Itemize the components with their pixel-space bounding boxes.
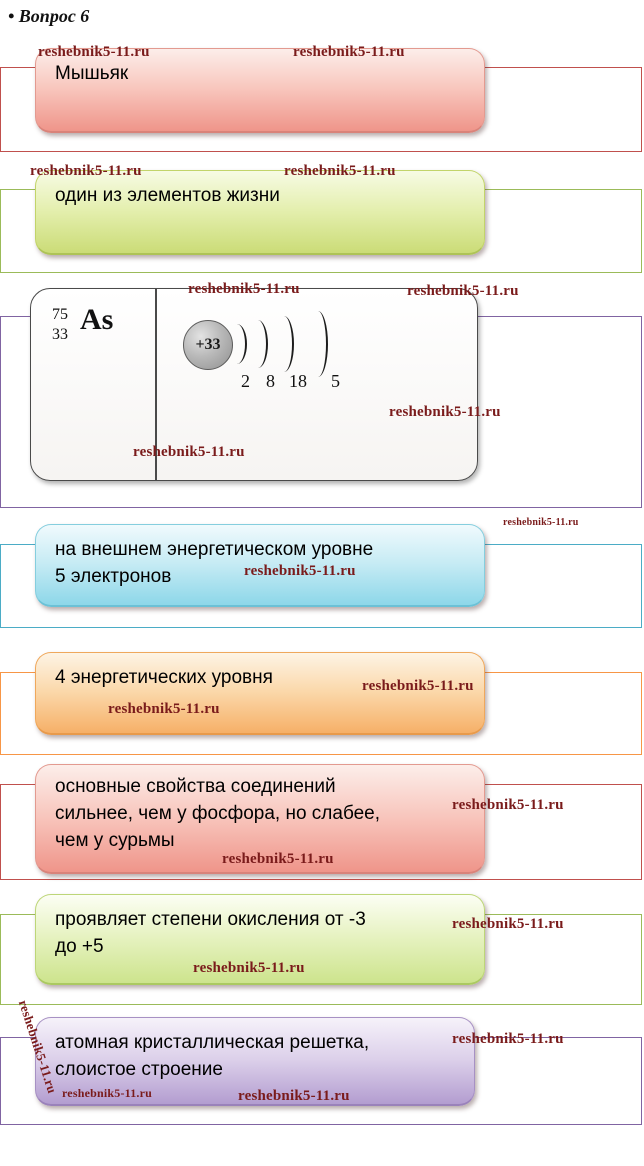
- shell-electron-count-3: 18: [289, 371, 307, 391]
- shell-electron-count-4: 5: [331, 371, 340, 391]
- electron-shell-arc-2: [248, 320, 268, 368]
- watermark: reshebnik5-11.ru: [452, 797, 564, 813]
- watermark: reshebnik5-11.ru: [133, 444, 245, 460]
- watermark: reshebnik5-11.ru: [222, 851, 334, 867]
- watermark: reshebnik5-11.ru: [193, 960, 305, 976]
- electron-shell-arc-1: [227, 324, 247, 364]
- watermark: reshebnik5-11.ru: [30, 163, 142, 179]
- box-element-of-life: один из элементов жизни: [35, 170, 485, 255]
- box-basic-properties: основные свойства соединений сильнее, че…: [35, 764, 485, 874]
- shell-electron-count-2: 8: [266, 371, 275, 391]
- electron-shell-arc-3: [274, 316, 294, 372]
- watermark: reshebnik5-11.ru: [362, 678, 474, 694]
- shell-electron-count-1: 2: [241, 371, 250, 391]
- watermark: reshebnik5-11.ru: [452, 1031, 564, 1047]
- box-arsenic-name: Мышьяк: [35, 48, 485, 133]
- box-crystal-lattice: атомная кристаллическая решетка, слоисто…: [35, 1017, 475, 1106]
- atomic-number: 33: [52, 326, 68, 343]
- element-symbol: As: [80, 303, 114, 336]
- watermark: reshebnik5-11.ru: [38, 44, 150, 60]
- watermark: reshebnik5-11.ru: [284, 163, 396, 179]
- watermark: reshebnik5-11.ru: [238, 1088, 350, 1104]
- nucleus-charge: +33: [183, 320, 233, 370]
- question-title: • Вопрос 6: [8, 6, 90, 26]
- atom-structure-box: 75 33 As +33 2 8 18 5: [30, 288, 478, 481]
- watermark: reshebnik5-11.ru: [452, 916, 564, 932]
- mass-number: 75: [52, 306, 68, 323]
- watermark: reshebnik5-11.ru: [293, 44, 405, 60]
- watermark: reshebnik5-11.ru: [407, 283, 519, 299]
- watermark: reshebnik5-11.ru: [188, 281, 300, 297]
- box-energy-levels: 4 энергетических уровня: [35, 652, 485, 735]
- box-outer-level: на внешнем энергетическом уровне 5 элект…: [35, 524, 485, 607]
- watermark: reshebnik5-11.ru: [108, 701, 220, 717]
- box-oxidation-states: проявляет степени окисления от -3 до +5: [35, 894, 485, 985]
- watermark: reshebnik5-11.ru: [62, 1086, 152, 1100]
- watermark: reshebnik5-11.ru: [503, 517, 579, 528]
- watermark: reshebnik5-11.ru: [389, 404, 501, 420]
- electron-shell-arc-4: [308, 311, 328, 377]
- shell-divider-line: [155, 289, 157, 480]
- watermark: reshebnik5-11.ru: [244, 563, 356, 579]
